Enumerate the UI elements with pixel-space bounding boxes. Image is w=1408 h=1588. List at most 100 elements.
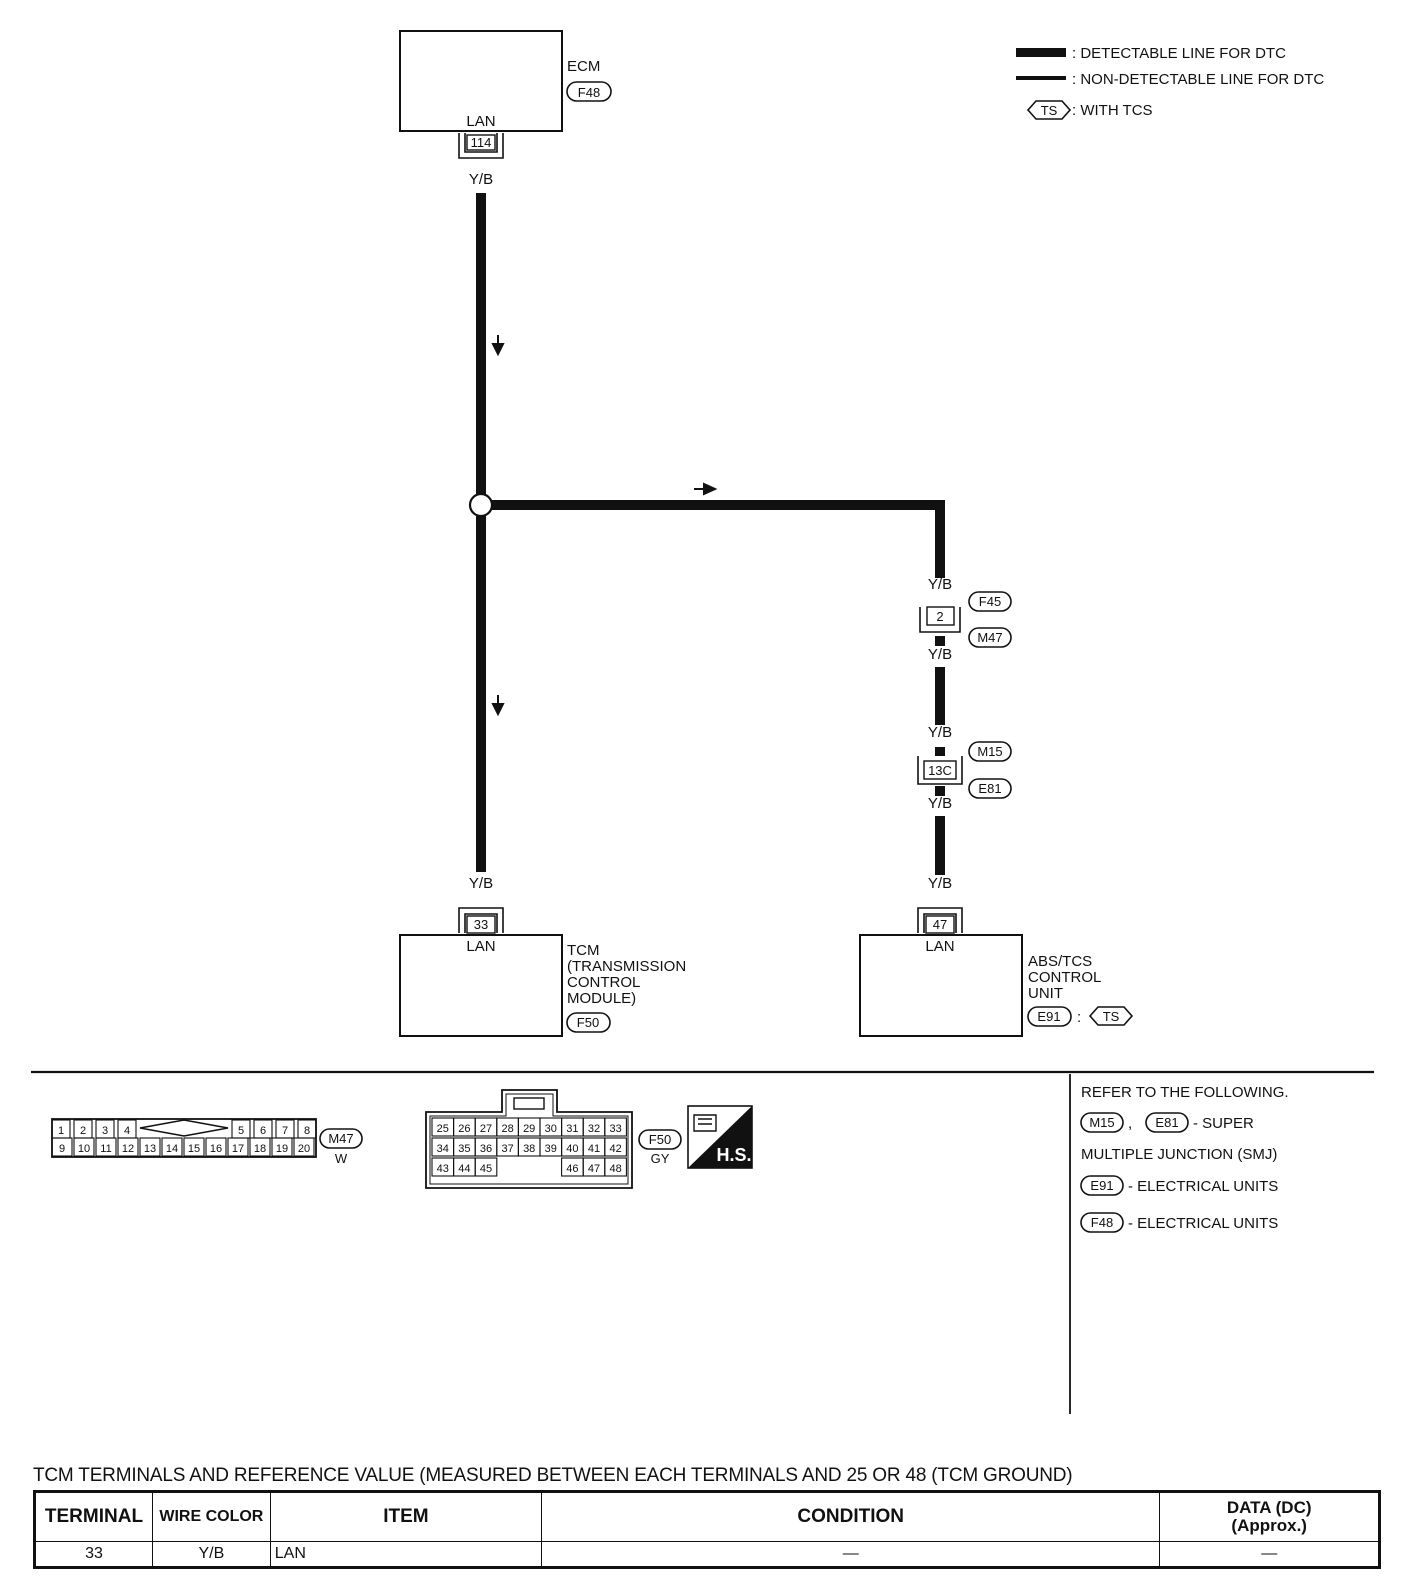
refer-e81: E81 (1155, 1115, 1178, 1130)
joint1-bottom-connector-oval (968, 627, 1012, 648)
tcm-wire-color: Y/B (469, 875, 493, 892)
m47-pin-label: 4 (124, 1125, 130, 1137)
ecm-box (399, 30, 563, 132)
f50-pin-label: 34 (437, 1143, 449, 1155)
refer-block: REFER TO THE FOLLOWING. M15 , E81 - SUPE… (1080, 1084, 1289, 1233)
m47-code: M47 (328, 1131, 353, 1146)
tcm-port: LAN (466, 938, 495, 955)
f50-outline-inner (429, 1093, 629, 1185)
hs-label: H.S. (716, 1145, 751, 1165)
refer-m15: M15 (1089, 1115, 1114, 1130)
hs-connector-icon (693, 1114, 717, 1132)
cell-item: LAN (269, 1541, 543, 1568)
m47-cell (95, 1137, 117, 1157)
cell-wire-color: Y/B (151, 1541, 271, 1568)
joint-f45-m47: Y/B 2 F45 M47 Y/B (919, 576, 1012, 663)
f50-pin-label: 41 (588, 1143, 600, 1155)
table-title: TCM TERMINALS AND REFERENCE VALUE (MEASU… (33, 1465, 1073, 1486)
m47-diamond (139, 1119, 229, 1137)
f50-pin-label: 42 (609, 1143, 621, 1155)
tcm-connector-bracket (458, 907, 504, 933)
f50-pin-label: 44 (458, 1163, 470, 1175)
f50-pin-label: 36 (480, 1143, 492, 1155)
joint-m15-e81: Y/B 13C M15 E81 Y/B (917, 724, 1012, 812)
tcm-name-line-2: (TRANSMISSION (567, 958, 686, 975)
f50-code: F50 (649, 1132, 671, 1147)
refer-f48: F48 (1091, 1215, 1113, 1230)
tcm-name-line-4: MODULE) (567, 990, 636, 1007)
header-data-line-1: DATA (DC) (1226, 1498, 1312, 1517)
m47-pin-label: 3 (102, 1125, 108, 1137)
m47-cell (139, 1137, 161, 1157)
f50-pin-label: 33 (609, 1123, 621, 1135)
f50-pin-label: 29 (523, 1123, 535, 1135)
m47-cell (183, 1137, 205, 1157)
m47-cell (249, 1137, 271, 1157)
table-row: 33 Y/B LAN — — (34, 1541, 1380, 1568)
refer-smj-text-1: - SUPER (1193, 1115, 1254, 1132)
f50-code-oval (638, 1129, 682, 1150)
f50-pin-label: 47 (588, 1163, 600, 1175)
m47-pin-label: 12 (122, 1143, 134, 1155)
m47-pin-label: 8 (304, 1125, 310, 1137)
m47-pin-label: 6 (260, 1125, 266, 1137)
abs-connector-bracket (917, 907, 963, 933)
joint1-conn-bottom: M47 (977, 630, 1002, 645)
joint2-top-connector-oval (968, 741, 1012, 762)
abs-wire-color: Y/B (928, 875, 952, 892)
abs-name-line-3: UNIT (1028, 985, 1063, 1002)
header-item: ITEM (269, 1491, 543, 1542)
m47-pin-label: 1 (58, 1125, 64, 1137)
cell-terminal: 33 (34, 1541, 153, 1568)
f50-cell (474, 1157, 498, 1177)
ecm-terminal: 114 (471, 135, 492, 150)
joint1-wire-bottom: Y/B (928, 646, 952, 663)
table-header-row: TERMINAL WIRE COLOR ITEM CONDITION DATA … (34, 1491, 1380, 1542)
refer-title: REFER TO THE FOLLOWING. (1081, 1084, 1289, 1101)
f50-cell (604, 1137, 627, 1157)
ecm-wire-color: Y/B (469, 171, 493, 188)
f50-pin-label: 35 (458, 1143, 470, 1155)
legend-tcs: : WITH TCS (1072, 102, 1153, 119)
m47-code-oval (319, 1128, 363, 1149)
tcm-unit: Y/B 33 LAN TCM (TRANSMISSION CONTROL MOD… (399, 875, 686, 1037)
legend: : DETECTABLE LINE FOR DTC : NON-DETECTAB… (1016, 45, 1324, 120)
refer-e91-oval (1080, 1175, 1124, 1196)
f50-pin-label: 43 (437, 1163, 449, 1175)
refer-e91-text: - ELECTRICAL UNITS (1128, 1178, 1278, 1195)
f50-pin-label: 30 (545, 1123, 557, 1135)
joint2-bracket (917, 756, 963, 785)
joint1-bracket (919, 607, 961, 633)
abs-box (859, 934, 1023, 1037)
legend-tcs-code: TS (1041, 103, 1058, 118)
splice-point (468, 492, 494, 518)
refer-f48-oval (1080, 1212, 1124, 1233)
refer-f48-text: - ELECTRICAL UNITS (1128, 1215, 1278, 1232)
tcm-terminal: 33 (474, 917, 488, 932)
f50-pin-label: 38 (523, 1143, 535, 1155)
f50-pin-label: 32 (588, 1123, 600, 1135)
m47-pin-label: 7 (282, 1125, 288, 1137)
abs-terminal: 47 (933, 917, 947, 932)
joint1-terminal: 2 (936, 609, 943, 624)
tcm-connector-code: F50 (577, 1015, 599, 1030)
abs-port: LAN (925, 938, 954, 955)
f50-pin-label: 40 (566, 1143, 578, 1155)
m47-pin-label: 18 (254, 1143, 266, 1155)
f50-pin-label: 27 (480, 1123, 492, 1135)
arrow-down-1-icon (491, 335, 505, 357)
f50-pin-label: 39 (545, 1143, 557, 1155)
f50-pin-label: 45 (480, 1163, 492, 1175)
legend-non-detectable: : NON-DETECTABLE LINE FOR DTC (1072, 71, 1324, 88)
tcm-box (399, 934, 563, 1037)
m47-cell (73, 1137, 95, 1157)
f50-pin-label: 46 (566, 1163, 578, 1175)
refer-smj-text-2: MULTIPLE JUNCTION (SMJ) (1081, 1146, 1277, 1163)
abs-tcs-code: TS (1103, 1009, 1120, 1024)
cell-condition: — (541, 1541, 1161, 1568)
m47-pin-label: 19 (276, 1143, 288, 1155)
ecm-terminal-box (466, 134, 496, 151)
